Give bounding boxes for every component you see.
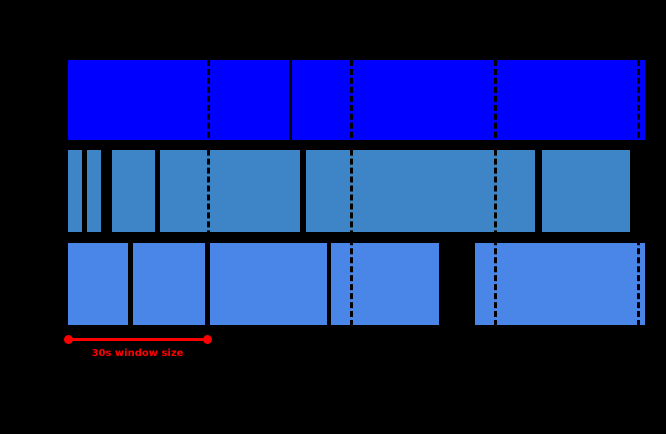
bar-segment[interactable]: [542, 150, 630, 232]
bar-segment[interactable]: [133, 243, 205, 325]
bar-segment[interactable]: [87, 150, 101, 232]
bar-segment[interactable]: [331, 243, 439, 325]
bar-segment[interactable]: [112, 150, 155, 232]
bar-segment[interactable]: [475, 243, 645, 325]
window-size-label: 30s window size: [91, 348, 184, 359]
window-size-cap-right: [203, 335, 212, 344]
window-size-bar: [68, 338, 207, 341]
bar-segment[interactable]: [68, 150, 82, 232]
bar-segment[interactable]: [68, 60, 289, 140]
bar-segment[interactable]: [210, 243, 327, 325]
bar-segment[interactable]: [68, 243, 128, 325]
bar-lane-3: [0, 243, 666, 325]
bar-segment[interactable]: [160, 150, 300, 232]
